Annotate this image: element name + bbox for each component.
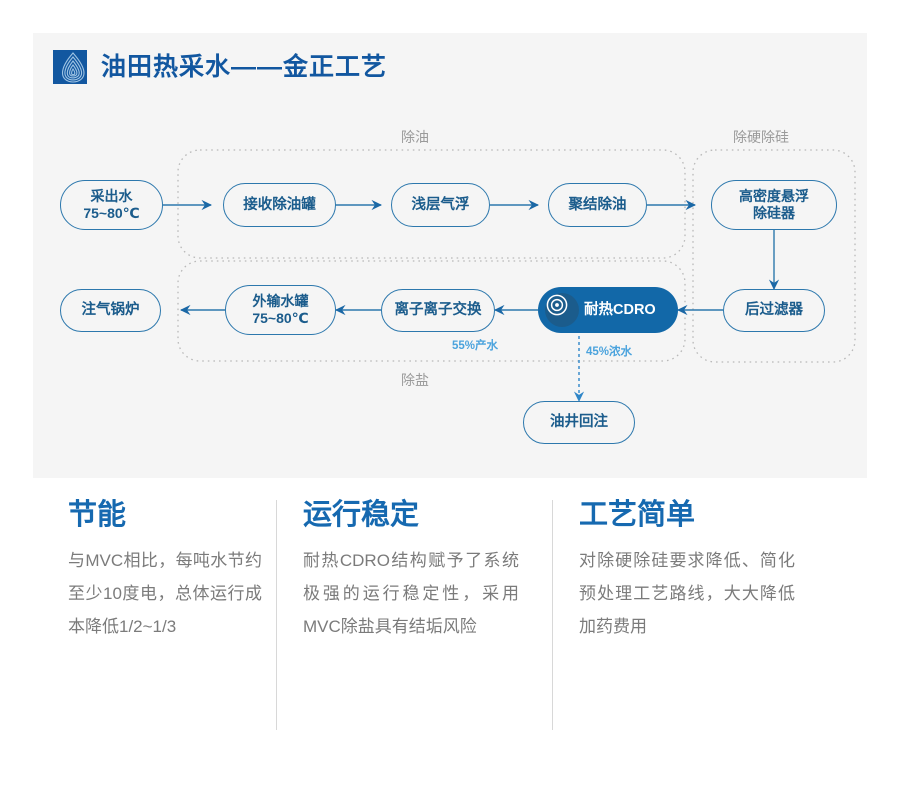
water-ripple-logo-icon: [53, 50, 87, 84]
node-hd-suspension-desilicator[interactable]: 高密度悬浮 除硅器: [711, 180, 837, 230]
feature-columns: 节能 与MVC相比，每吨水节约至少10度电，总体运行成本降低1/2~1/3 运行…: [0, 499, 900, 730]
card-header: 油田热采水——金正工艺: [53, 50, 387, 84]
reverse-osmosis-icon: [545, 293, 579, 327]
feature-stable-operation: 运行稳定 耐热CDRO结构赋予了系统极强的运行稳定性，采用MVC除盐具有结垢风险: [276, 499, 552, 730]
node-heat-resistant-cdro[interactable]: 耐热CDRO: [538, 287, 678, 333]
group-label-desalting: 除盐: [401, 372, 429, 388]
node-shallow-flotation[interactable]: 浅层气浮: [391, 183, 490, 227]
group-label-desilication: 除硬除硅: [733, 129, 789, 145]
node-steam-injection-boiler[interactable]: 注气锅炉: [60, 289, 161, 332]
node-receiving-tank[interactable]: 接收除油罐: [223, 183, 336, 227]
feature-simple-process: 工艺简单 对除硬除硅要求降低、简化预处理工艺路线，大大降低加药费用: [552, 499, 828, 730]
group-label-deoiling: 除油: [401, 129, 429, 145]
feature-title: 运行稳定: [303, 499, 420, 531]
node-produced-water[interactable]: 采出水 75~80℃: [60, 180, 163, 230]
node-cdro-label: 耐热CDRO: [584, 301, 656, 318]
diagram-connectors: [163, 149, 856, 402]
feature-energy-saving: 节能 与MVC相比，每吨水节约至少10度电，总体运行成本降低1/2~1/3: [0, 499, 276, 730]
node-export-water-tank[interactable]: 外输水罐 75~80℃: [225, 285, 336, 335]
feature-title: 节能: [68, 499, 127, 531]
flow-label-concentrate: 45%浓水: [586, 346, 633, 358]
flow-label-permeate: 55%产水: [452, 340, 499, 352]
node-post-filter[interactable]: 后过滤器: [723, 289, 825, 332]
process-diagram-card: 油田热采水——金正工艺: [33, 33, 867, 478]
feature-body: 耐热CDRO结构赋予了系统极强的运行稳定性，采用MVC除盐具有结垢风险: [303, 550, 519, 637]
node-coalescing-deoiler[interactable]: 聚结除油: [548, 183, 647, 227]
node-well-reinjection[interactable]: 油井回注: [523, 401, 635, 444]
node-ion-exchange[interactable]: 离子离子交换: [381, 289, 495, 332]
page-title: 油田热采水——金正工艺: [101, 53, 388, 81]
feature-body: 对除硬除硅要求降低、简化预处理工艺路线，大大降低加药费用: [579, 550, 795, 637]
feature-title: 工艺简单: [579, 499, 696, 531]
flow-diagram: 除油 除硬除硅 除盐 采出水 75~80℃ 接收除油罐 浅层气浮 聚结除油 高密…: [33, 33, 867, 478]
feature-body: 与MVC相比，每吨水节约至少10度电，总体运行成本降低1/2~1/3: [68, 550, 262, 637]
